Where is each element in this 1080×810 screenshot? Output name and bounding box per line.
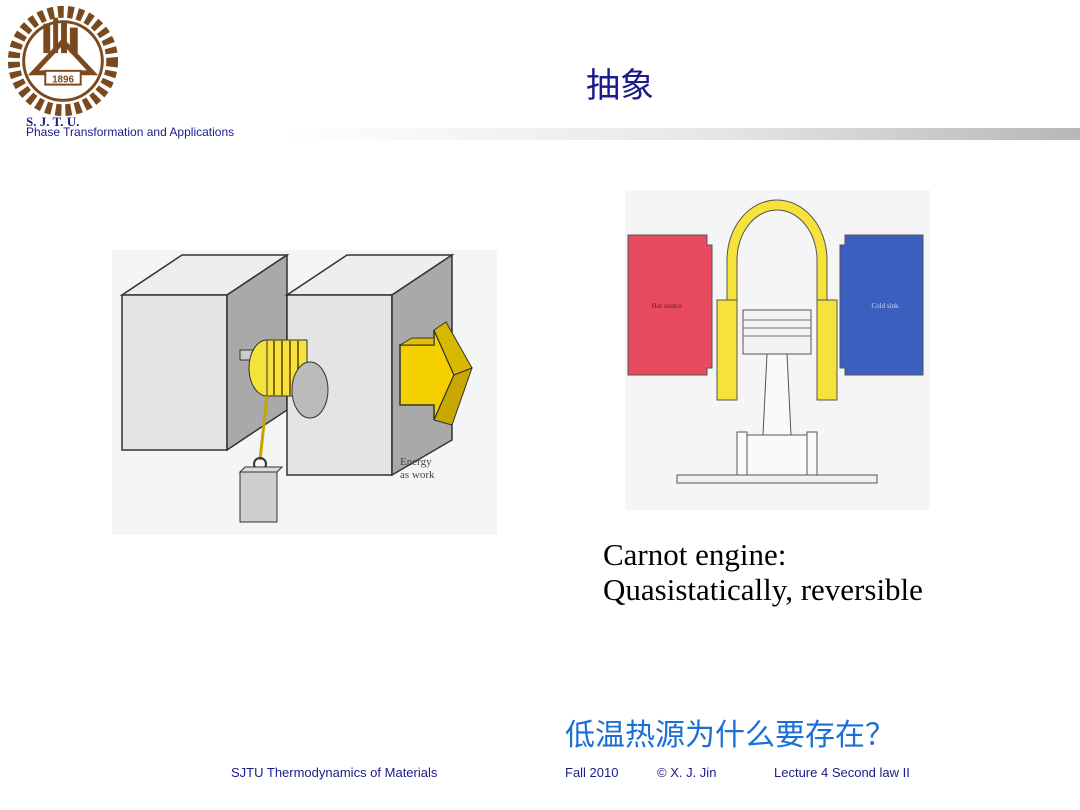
caption-line1: Carnot engine: bbox=[603, 537, 787, 572]
energy-as-work-illustration: Energy as work bbox=[112, 250, 497, 535]
carnot-engine-illustration: Hot source Cold sink bbox=[625, 190, 930, 510]
footer-lecture: Lecture 4 Second law II bbox=[774, 765, 910, 780]
question-text: 低温热源为什么要存在？ bbox=[565, 718, 895, 753]
logo-year: 1896 bbox=[52, 75, 74, 86]
footer-copyright: © X. J. Jin bbox=[657, 765, 717, 780]
footer-term: Fall 2010 bbox=[565, 765, 619, 780]
hot-source-label: Hot source bbox=[652, 302, 683, 310]
caption: Carnot engine: Quasistatically, reversib… bbox=[603, 537, 923, 607]
slide-title: 抽象 bbox=[586, 66, 654, 106]
university-seal-icon: 1896 bbox=[7, 5, 119, 117]
footer-course: SJTU Thermodynamics of Materials bbox=[231, 765, 438, 780]
caption-line2: Quasistatically, reversible bbox=[603, 572, 923, 607]
institution-name: S. J. T. U. bbox=[26, 114, 80, 129]
energy-label-line2: as work bbox=[400, 469, 435, 481]
course-name: Phase Transformation and Applications bbox=[26, 125, 235, 139]
energy-label-line1: Energy bbox=[400, 456, 432, 468]
header-rule bbox=[280, 128, 1080, 140]
cold-sink-label: Cold sink bbox=[871, 302, 899, 310]
